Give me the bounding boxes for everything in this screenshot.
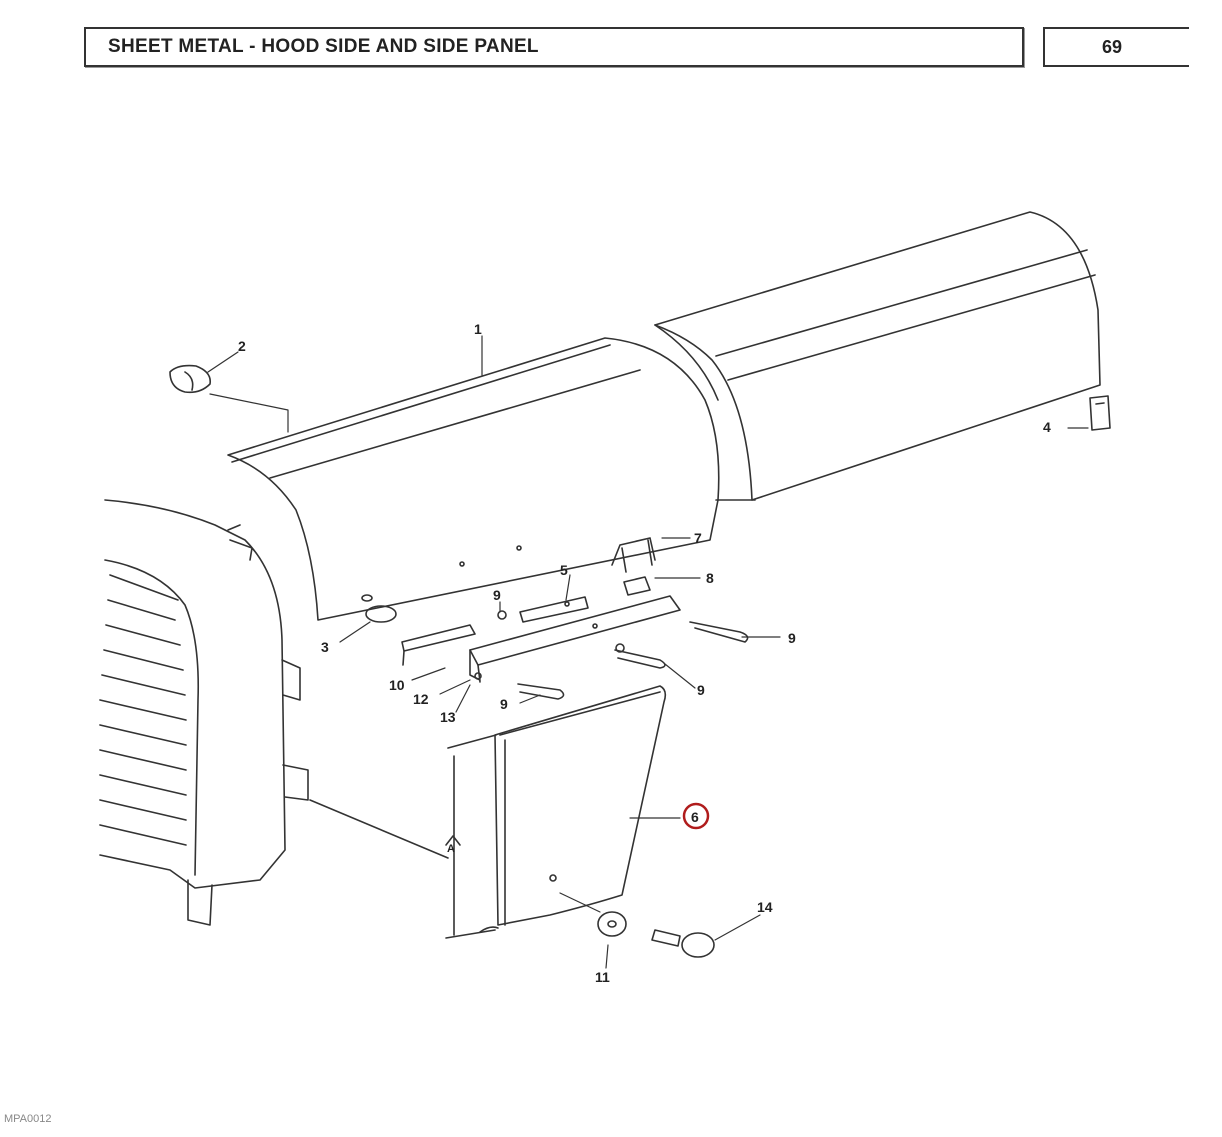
page-number-box: 69 — [1043, 27, 1189, 67]
callout-2: 2 — [238, 338, 246, 354]
callout-13: 13 — [440, 709, 456, 725]
callout-labels: 1 2 3 4 5 6 7 8 9 9 9 9 10 11 12 13 14 A — [238, 321, 1051, 985]
callout-9-top: 9 — [493, 587, 501, 603]
callout-9-bottom: 9 — [500, 696, 508, 712]
callout-8: 8 — [706, 570, 714, 586]
callout-a: A — [447, 843, 455, 855]
callout-14: 14 — [757, 899, 773, 915]
callout-9-mid: 9 — [697, 682, 705, 698]
callout-9-right: 9 — [788, 630, 796, 646]
small-hardware — [169, 364, 1111, 958]
callout-7: 7 — [694, 530, 702, 546]
callout-4: 4 — [1043, 419, 1051, 435]
leader-lines — [207, 335, 1089, 969]
highlight-circle — [682, 802, 710, 830]
callout-6: 6 — [691, 809, 699, 825]
side-panel — [445, 685, 667, 939]
callout-1: 1 — [474, 321, 482, 337]
front-grille-assembly — [99, 499, 449, 926]
callout-5: 5 — [560, 562, 568, 578]
diagram-code: MPA0012 — [4, 1113, 52, 1125]
callout-10: 10 — [389, 677, 405, 693]
page-number: 69 — [1101, 36, 1123, 57]
page-title: SHEET METAL - HOOD SIDE AND SIDE PANEL — [108, 36, 539, 57]
title-box: SHEET METAL - HOOD SIDE AND SIDE PANEL — [84, 27, 1024, 67]
hood-front-panel — [227, 337, 756, 621]
support-rail — [401, 595, 681, 683]
callout-11: 11 — [595, 969, 610, 985]
hood-rear-panel — [654, 211, 1101, 501]
callout-12: 12 — [413, 691, 429, 707]
callout-3: 3 — [321, 639, 329, 655]
